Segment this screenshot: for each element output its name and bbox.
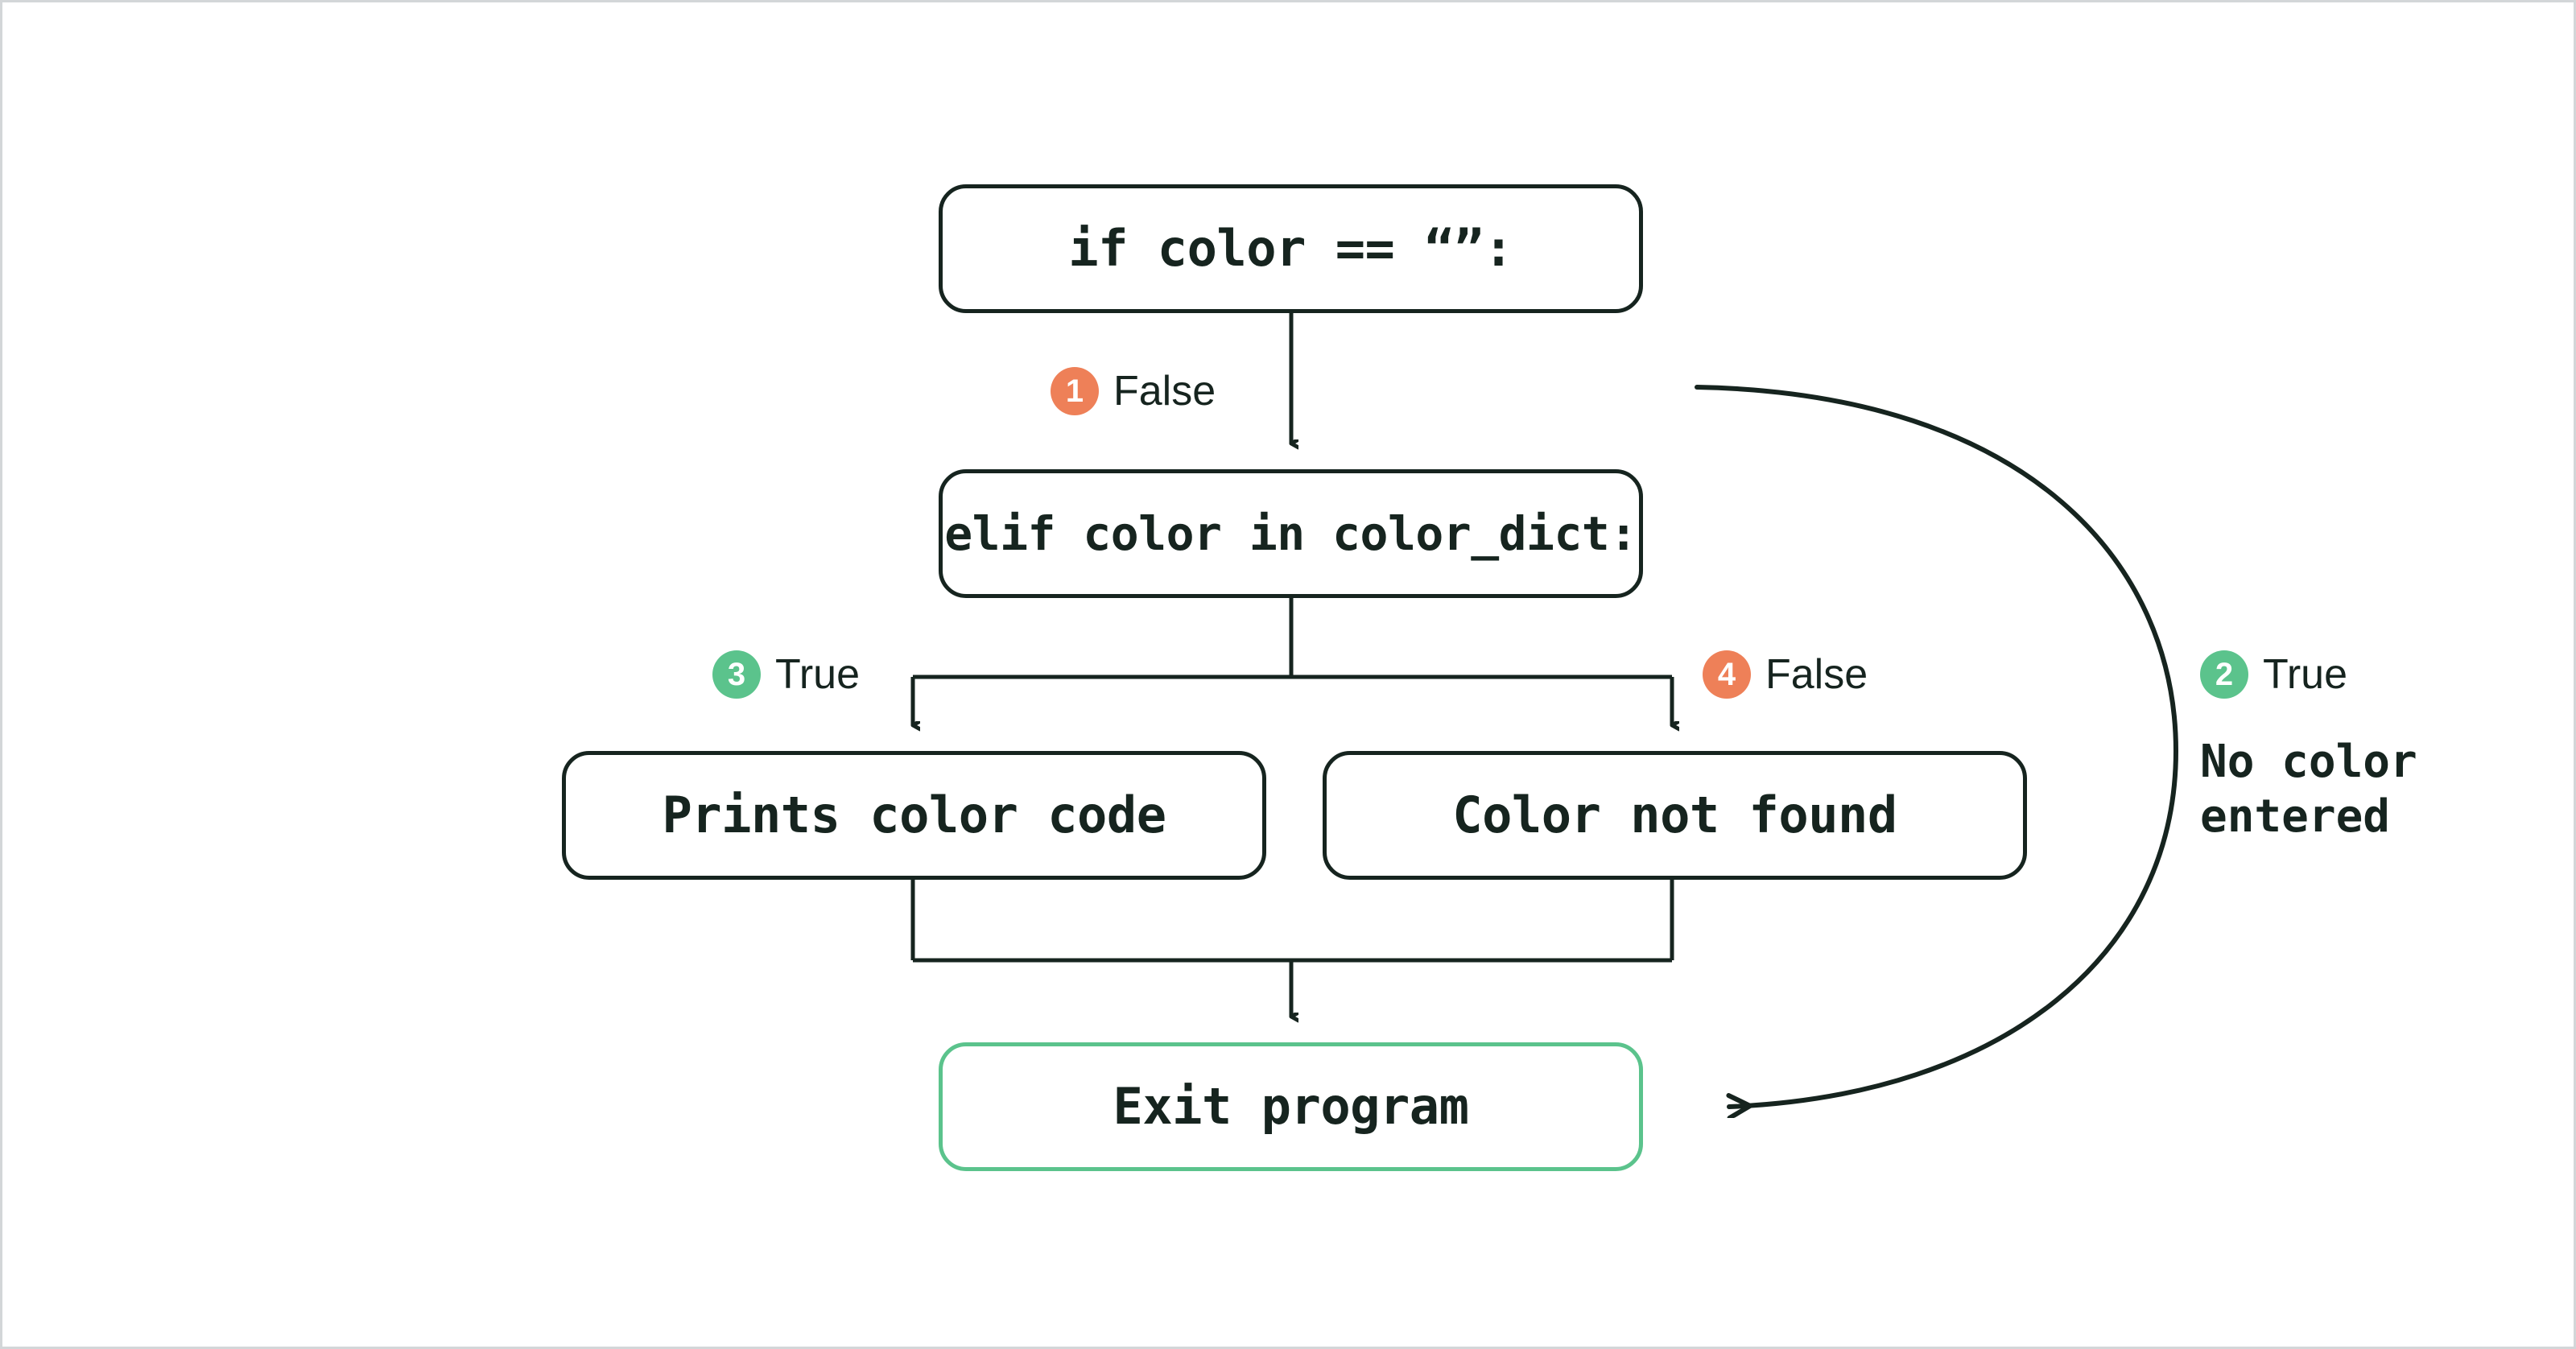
edge-label-text-true-2: True bbox=[2263, 651, 2347, 698]
node-exit-program[interactable]: Exit program bbox=[939, 1042, 1643, 1171]
edge-label-text-false-4: False bbox=[1765, 651, 1868, 698]
node-label-exit-program: Exit program bbox=[1113, 1077, 1469, 1136]
node-if-color-empty[interactable]: if color == “”: bbox=[939, 184, 1643, 313]
connector-elif-split bbox=[910, 598, 1672, 725]
edge-label-4-false: 4 False bbox=[1703, 650, 1868, 699]
node-label-elif-color-in-dict: elif color in color_dict: bbox=[944, 506, 1637, 561]
edge-label-3-true: 3 True bbox=[712, 650, 860, 699]
edge-label-text-true-3: True bbox=[775, 651, 860, 698]
edge-label-2-true: 2 True bbox=[2200, 650, 2347, 699]
node-label-if-color-empty: if color == “”: bbox=[1068, 219, 1513, 278]
badge-1-icon: 1 bbox=[1051, 367, 1099, 415]
badge-4-icon: 4 bbox=[1703, 650, 1751, 699]
node-prints-color-code[interactable]: Prints color code bbox=[562, 751, 1266, 880]
badge-3-icon: 3 bbox=[712, 650, 761, 699]
node-label-color-not-found: Color not found bbox=[1452, 786, 1897, 844]
node-label-prints-color-code: Prints color code bbox=[662, 786, 1166, 844]
connector-merge-to-exit bbox=[910, 880, 1674, 1017]
node-elif-color-in-dict[interactable]: elif color in color_dict: bbox=[939, 469, 1643, 598]
node-color-not-found[interactable]: Color not found bbox=[1323, 751, 2027, 880]
edge-label-text-false-1: False bbox=[1113, 368, 1216, 415]
badge-2-icon: 2 bbox=[2200, 650, 2248, 699]
annotation-no-color-entered: No color entered bbox=[2200, 736, 2417, 844]
edge-label-1-false: 1 False bbox=[1051, 367, 1216, 415]
connector-true-bypass-curve bbox=[1695, 385, 2179, 1107]
